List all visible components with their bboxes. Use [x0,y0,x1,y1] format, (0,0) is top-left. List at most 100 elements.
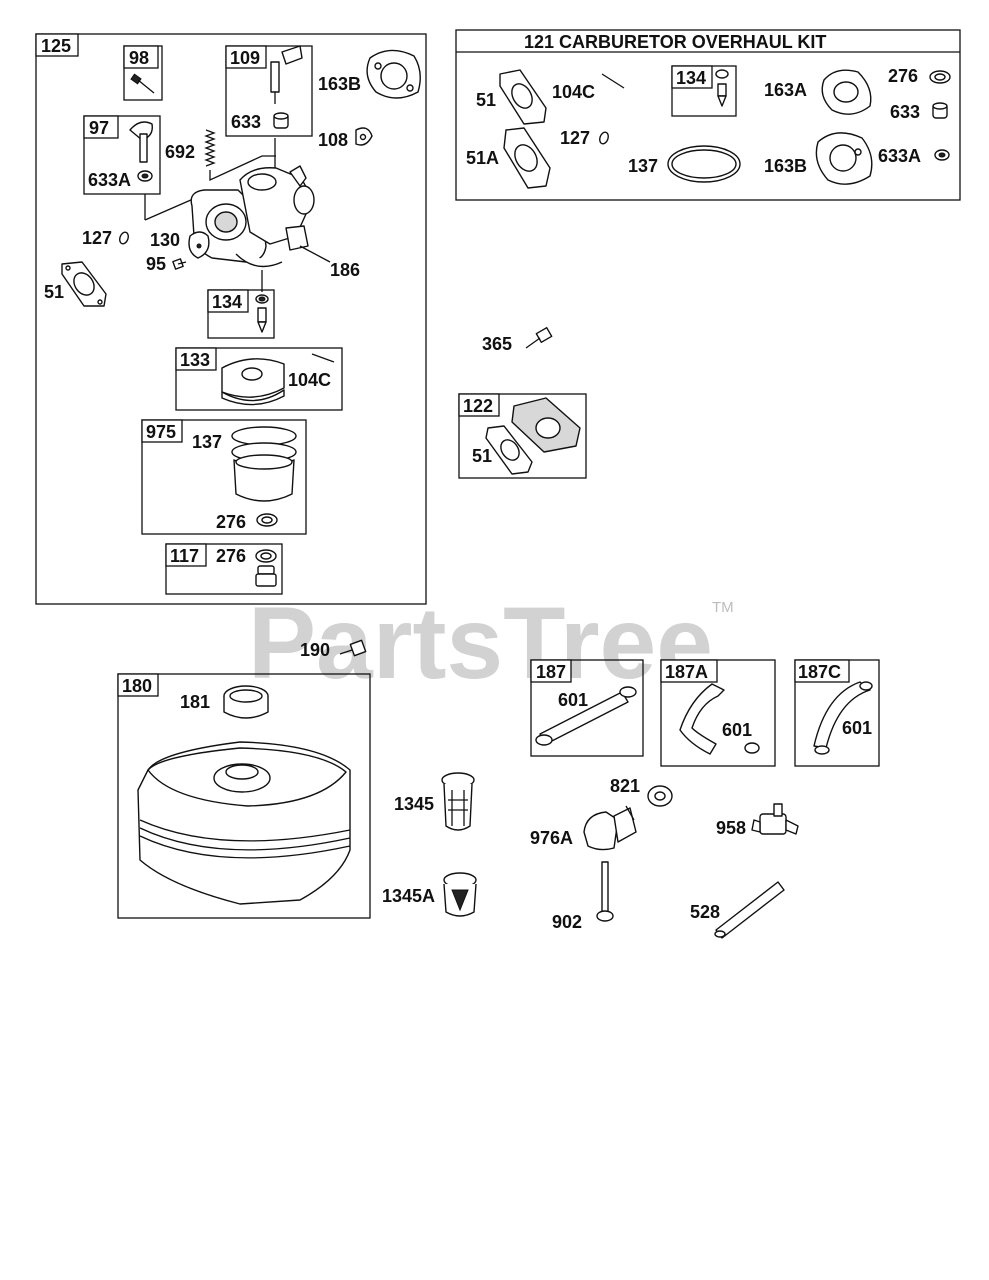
kit-label-51: 51 [476,90,496,110]
oring-633A-icon [137,170,153,182]
label-958: 958 [716,818,746,838]
kit-oring-633A-icon [934,149,950,161]
fuel-line-187A-icon [679,683,760,755]
tag-187-box [530,659,572,683]
tag-180-box [117,673,159,697]
label-902: 902 [552,912,582,932]
kit-gasket-163A-icon [821,69,872,115]
label-127: 127 [82,228,112,248]
box-97 [83,115,161,195]
label-1345: 1345 [394,794,434,814]
spring-692-icon [204,129,216,167]
box-133 [175,347,343,411]
kit-needle-134-icon [715,69,729,107]
tag-133-box [175,347,217,371]
tag-109-box [225,45,267,69]
kit-gasket-51-icon [499,69,547,125]
leader-186 [299,245,331,263]
label-133: 133 [180,350,210,370]
label-51-122: 51 [472,446,492,466]
clip-108-icon [355,127,373,146]
fuel-line-187-icon [535,686,637,746]
screw-98-icon [130,73,155,94]
label-137: 137 [192,432,222,452]
label-122: 122 [463,396,493,416]
watermark-text: PartsTree [248,586,713,700]
fuel-cap-181-icon [223,685,269,719]
float-bowl-975-icon [231,426,297,502]
tag-122-box [458,393,500,417]
gasket-163B-icon [366,49,421,99]
label-163B: 163B [318,74,361,94]
tag-187C-box [794,659,850,683]
kit-label-633: 633 [890,102,920,122]
overhaul-kit-group: 121 CARBURETOR OVERHAUL KIT 51 104C 134 … [455,29,961,201]
gasket-51-icon [61,261,107,307]
pin-902-icon [596,861,614,922]
fuel-tank-group: 180 181 [117,673,371,919]
primer-bulb-976A-icon [583,805,637,851]
label-108: 108 [318,130,348,150]
label-186: 186 [330,260,360,280]
label-187: 187 [536,662,566,682]
label-104C: 104C [288,370,331,390]
carburetor-assembly-group: 125 98 109 633 163B [35,33,427,605]
kit-label-163B: 163B [764,156,807,176]
label-130: 130 [150,230,180,250]
kit-plug-127-icon [599,131,609,145]
tag-98-box [123,45,159,69]
box-109 [225,45,313,137]
leader-692 [209,155,276,182]
label-276-117: 276 [216,546,246,566]
kit-label-127: 127 [560,128,590,148]
tag-97-box [83,115,119,139]
tag-975-box [141,419,183,443]
bowl-nut-117-icon [255,565,277,587]
fuel-line-187A-group: 187A 601 [660,659,776,767]
kit-label-51A: 51A [466,148,499,168]
label-633-109: 633 [231,112,261,132]
label-601-187C: 601 [842,718,872,738]
label-976A: 976A [530,828,573,848]
label-51: 51 [44,282,64,302]
screw-95-icon [172,258,187,270]
throttle-shaft-109-icon [270,45,303,104]
label-97: 97 [89,118,109,138]
fuel-filter-1345A-icon [443,872,477,917]
needle-valve-134-icon [255,294,269,333]
bracket-130-icon [188,231,210,259]
kit-washer-276-icon [929,70,951,84]
tag-134-box [207,289,249,313]
fuel-line-187-group: 187 601 [530,659,644,757]
mixture-screw-97-icon [129,121,153,163]
gasket-51-122-icon [485,425,533,475]
label-181: 181 [180,692,210,712]
tag-187A-box [660,659,718,683]
assembly-125-box [35,33,427,605]
label-821: 821 [610,776,640,796]
bolt-190-icon [339,639,367,657]
label-633A-97: 633A [88,170,131,190]
label-190: 190 [300,640,330,660]
kit-label-104C: 104C [552,82,595,102]
label-98: 98 [129,48,149,68]
kit-title: 121 CARBURETOR OVERHAUL KIT [524,32,826,52]
plug-127-icon [119,231,129,245]
kit-label-276: 276 [888,66,918,86]
label-528: 528 [690,902,720,922]
label-365: 365 [482,334,512,354]
kit-label-134: 134 [676,68,706,88]
label-187A: 187A [665,662,708,682]
fuel-filter-1345-icon [441,772,475,831]
kit-label-633A: 633A [878,146,921,166]
kit-gasket-51A-icon [503,127,551,189]
kit-pin-104C-icon [601,73,625,89]
carburetor-body-icon [190,165,315,292]
box-122 [458,393,587,479]
label-134: 134 [212,292,242,312]
fuel-tank-icon [137,741,351,905]
box-187 [530,659,644,757]
label-276-975: 276 [216,512,246,532]
kit-tag-134-box [671,65,713,89]
